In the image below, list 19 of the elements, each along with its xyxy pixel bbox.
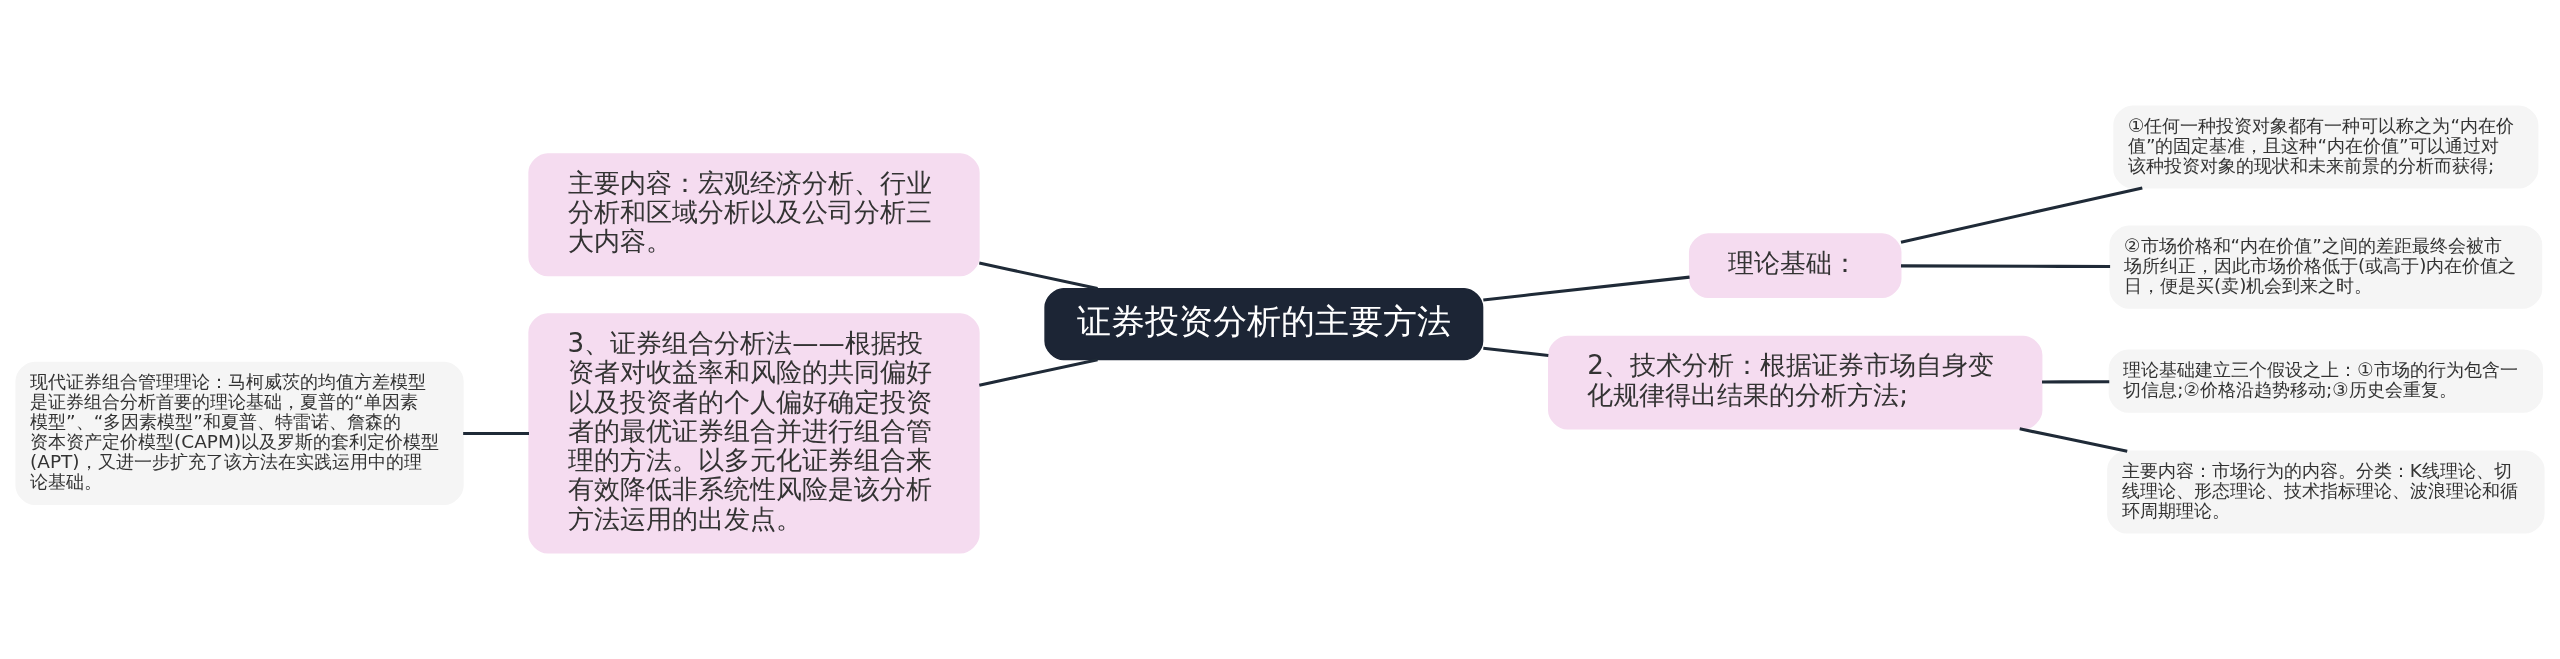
node-box: 证券投资分析的主要方法 xyxy=(1044,287,1484,361)
node-box: 理论基础建立三个假设之上：①市场的行为包含一切信息;②价格沿趋势移动;③历史会重复。 xyxy=(2108,349,2543,413)
connector xyxy=(1901,264,2111,269)
connector xyxy=(2042,380,2110,384)
node-box: 主要内容：市场行为的内容。分类：K线理论、切线理论、形态理论、技术指标理论、波浪理论和循环周期理论。 xyxy=(2107,450,2545,534)
connector xyxy=(1483,346,1549,357)
connector xyxy=(2019,427,2128,453)
node-box: ②市场价格和“内在价值”之间的差距最终会被市场所纠正，因此市场价格低于(或高于)内在价值之日，便是买(卖)机会到来之时。 xyxy=(2109,225,2543,309)
node-box: ①任何一种投资对象都有一种可以称之为“内在价值”的固定基准，且这种“内在价值”可以通过对该种投资对象的现状和未来前景的分析而获得; xyxy=(2113,105,2539,189)
node-box: 2、技术分析：根据证券市场自身变化规律得出结果的分析方法; xyxy=(1548,335,2043,430)
connector xyxy=(1900,186,2143,244)
connector xyxy=(463,431,529,435)
connector xyxy=(978,261,1098,291)
node-box: 理论基础： xyxy=(1688,233,1902,298)
node-box: 主要内容：宏观经济分析、行业分析和区域分析以及公司分析三大内容。 xyxy=(528,153,980,277)
node-box: 3、证券组合分析法——根据投资者对收益率和风险的共同偏好以及投资者的个人偏好确定投资者的最优证券组合并进行组合管理的方法。以多元化证券组合来有效降低非系统性风险是该分析方法运用的出发点。 xyxy=(528,313,980,554)
connector xyxy=(978,358,1098,387)
node-box: 现代证券组合管理理论：马柯威茨的均值方差模型是证券组合分析首要的理论基础，夏普的“单因素模型”、“多因素模型”和夏普、特雷诺、詹森的资本资产定价模型(CAPM)以及罗斯的套利定价模型(APT)，又进一步扩充了该方法在实践运用中的理论基础。 xyxy=(15,361,464,506)
connector xyxy=(1483,275,1690,302)
